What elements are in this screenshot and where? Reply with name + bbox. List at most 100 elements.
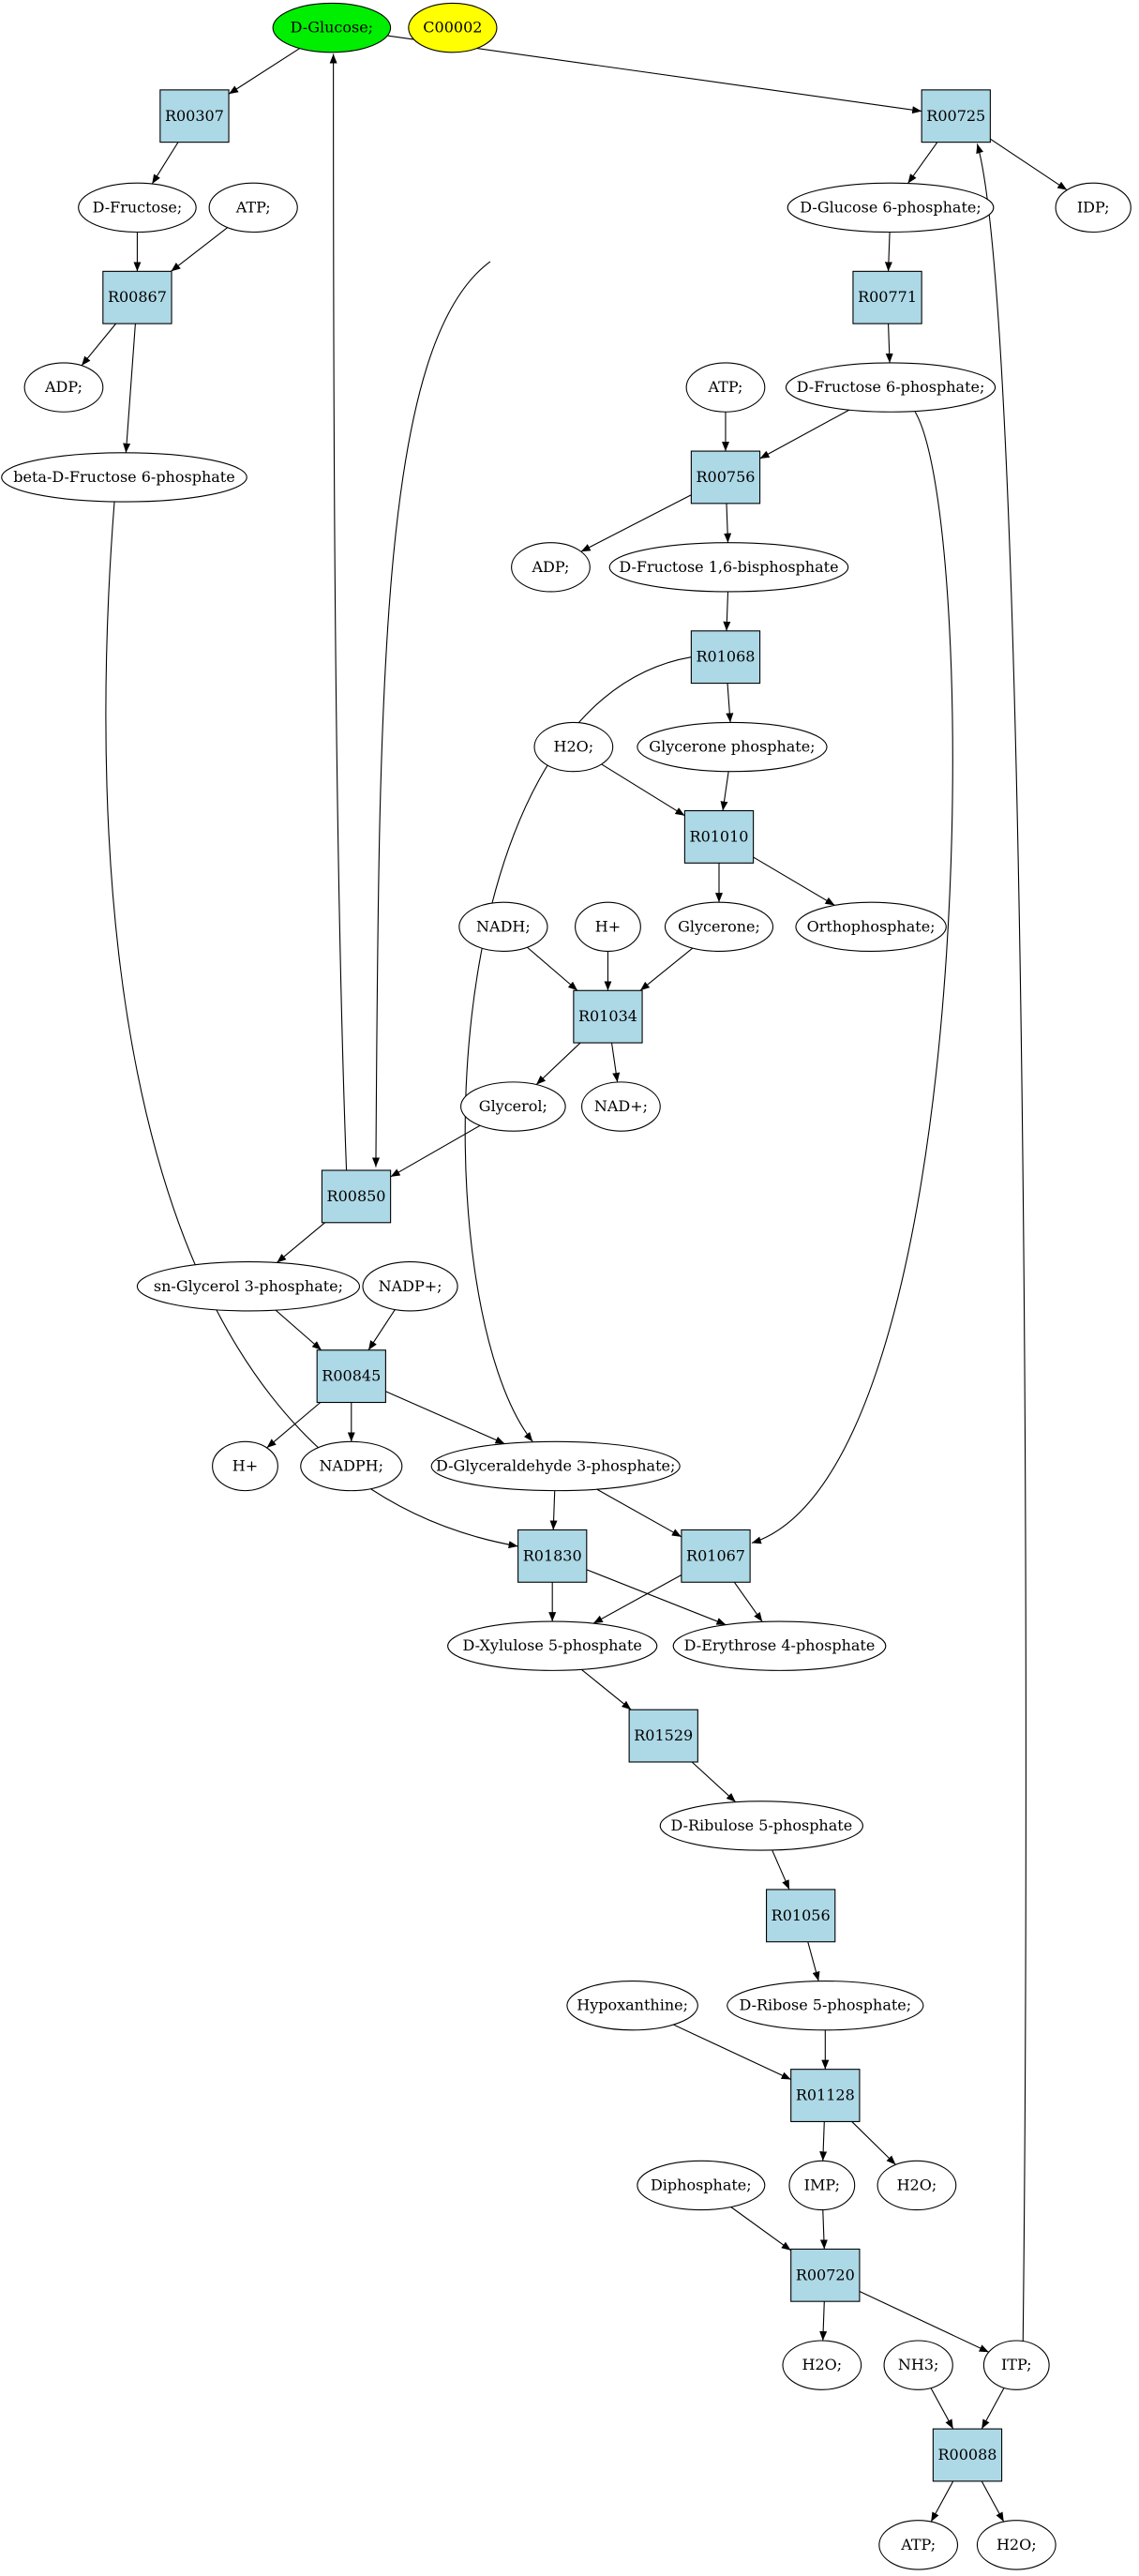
reaction-node-r00850[interactable]: R00850	[321, 1169, 392, 1224]
reaction-box[interactable]	[852, 270, 922, 324]
metabolite-node-d-glyceraldehyde-3-phosphate: D-Glyceraldehyde 3-phosphate;	[430, 1440, 681, 1492]
node-label: R00771	[858, 288, 917, 306]
metabolite-ellipse	[685, 362, 766, 413]
metabolite-ellipse	[430, 1440, 681, 1492]
node-label: ADP;	[44, 378, 82, 396]
node-label: D-Glucose 6-phosphate;	[800, 198, 981, 216]
reaction-node-r01128[interactable]: R01128	[790, 2069, 861, 2122]
node-label: R00756	[696, 468, 755, 486]
reaction-box[interactable]	[683, 809, 755, 864]
edge-d-fructose-6-phosphate--to-r01067	[751, 411, 953, 1544]
reaction-node-r00307[interactable]: R00307	[159, 89, 230, 143]
metabolite-ellipse	[982, 2340, 1050, 2390]
edge-r01034-to-glycerol-	[535, 1042, 581, 1085]
metabolite-ellipse	[637, 2160, 766, 2211]
reaction-node-r01010[interactable]: R01010	[683, 809, 755, 864]
reaction-node-r01067[interactable]: R01067	[681, 1529, 751, 1583]
edge-r01010-to-orthophosphate-	[753, 856, 835, 906]
metabolite-node-nad: NAD+;	[581, 1081, 661, 1132]
reaction-box[interactable]	[690, 630, 761, 685]
reaction-box[interactable]	[932, 2428, 1003, 2482]
reaction-box[interactable]	[628, 1709, 698, 1763]
node-label: beta-D-Fructose 6-phosphate	[13, 468, 234, 486]
reaction-node-r00771[interactable]: R00771	[852, 270, 922, 324]
metabolite-node-itp: ITP;	[982, 2340, 1050, 2390]
metabolite-ellipse	[877, 2160, 957, 2211]
node-label: R00725	[926, 107, 985, 125]
reaction-node-r00845[interactable]: R00845	[316, 1349, 386, 1404]
edge-d-xylulose-5-phosphate-to-r01529	[580, 1668, 632, 1710]
node-label: ATP;	[900, 2536, 936, 2553]
edge-r01067-to-d-xylulose-5-phosphate	[592, 1574, 682, 1624]
metabolite-node-beta-d-fructose-6-phosphate: beta-D-Fructose 6-phosphate	[1, 452, 247, 503]
metabolite-node-h-2: H+	[212, 1440, 278, 1492]
reaction-box[interactable]	[517, 1529, 588, 1583]
edge-d-fructose-6-phosphate--to-r00756	[759, 409, 850, 459]
node-label: R01068	[696, 648, 755, 666]
edge-glycerone--to-r01034	[639, 947, 694, 991]
reaction-box[interactable]	[316, 1349, 386, 1404]
reaction-node-r01056[interactable]: R01056	[766, 1889, 836, 1943]
edge-d-glyceraldehyde-3-phosphate--to-r01830	[549, 1490, 558, 1530]
metabolite-ellipse	[458, 901, 548, 952]
reaction-box[interactable]	[790, 2069, 861, 2122]
node-label: R01034	[578, 1007, 637, 1025]
edge-sn-glycerol-3-phosphate--to-r00845	[275, 1309, 322, 1351]
reaction-box[interactable]	[321, 1169, 392, 1224]
reaction-node-r00756[interactable]: R00756	[690, 450, 761, 505]
reaction-box[interactable]	[573, 989, 643, 1044]
edge-r00725-to-d-glucose-6-phosphate-	[907, 142, 938, 184]
reaction-node-r01068[interactable]: R01068	[690, 630, 761, 685]
reaction-node-r01830[interactable]: R01830	[517, 1529, 588, 1583]
edge-r00725-to-idp-	[990, 138, 1068, 191]
metabolite-node-adp-1: ADP;	[23, 362, 104, 413]
metabolite-ellipse	[581, 1081, 661, 1132]
node-label: D-Glucose;	[291, 19, 373, 37]
reaction-node-r00720[interactable]: R00720	[790, 2248, 861, 2302]
node-label: R01010	[690, 827, 749, 845]
metabolite-node-nh3: NH3;	[883, 2340, 953, 2390]
reaction-box[interactable]	[159, 89, 230, 143]
reaction-box[interactable]	[681, 1529, 751, 1583]
reaction-node-r00088[interactable]: R00088	[932, 2428, 1003, 2482]
node-label: D-Fructose 6-phosphate;	[797, 378, 985, 396]
node-label: D-Ribulose 5-phosphate	[670, 1816, 852, 1834]
metabolite-node-d-ribulose-5-phosphate: D-Ribulose 5-phosphate	[659, 1800, 863, 1851]
metabolite-ellipse	[362, 1261, 458, 1312]
reaction-node-r01034[interactable]: R01034	[573, 989, 643, 1044]
edge-imp--to-r00720	[819, 2209, 828, 2250]
metabolite-node-sn-glycerol-3-phosphate: sn-Glycerol 3-phosphate;	[136, 1261, 361, 1312]
metabolite-ellipse	[511, 542, 591, 593]
reaction-box[interactable]	[690, 450, 761, 505]
edge-itp--to-r00725	[976, 143, 1027, 2343]
reaction-node-r01529[interactable]: R01529	[628, 1709, 698, 1763]
edge-nadp--to-r00845	[367, 1309, 396, 1351]
edge-glycerol--to-r00850	[390, 1124, 481, 1178]
edge-r01830-to-d-erythrose-4-phosphate	[586, 1569, 727, 1626]
reaction-box[interactable]	[102, 270, 172, 324]
reaction-box[interactable]	[921, 89, 991, 143]
node-label: ADP;	[531, 558, 569, 576]
reaction-node-r00867[interactable]: R00867	[102, 270, 172, 324]
edge-r01067-to-d-erythrose-4-phosphate	[733, 1581, 763, 1622]
node-label: sn-Glycerol 3-phosphate;	[154, 1277, 343, 1295]
metabolite-node-d-ribose-5-phosphate: D-Ribose 5-phosphate;	[727, 1980, 924, 2031]
node-label: H+	[232, 1456, 258, 1474]
metabolite-node-d-erythrose-4-phosphate: D-Erythrose 4-phosphate	[672, 1620, 887, 1671]
edge-nh3--to-r00088	[930, 2388, 954, 2430]
reaction-node-r00725[interactable]: R00725	[921, 89, 991, 143]
metabolite-ellipse	[1, 452, 247, 503]
node-label: NADH;	[476, 917, 531, 935]
metabolite-node-h2o-3: H2O;	[782, 2340, 862, 2390]
metabolite-ellipse	[782, 2340, 862, 2390]
node-label: H2O;	[997, 2536, 1037, 2553]
reaction-box[interactable]	[790, 2248, 861, 2302]
metabolite-node-h2o-1: H2O;	[533, 721, 614, 773]
metabolite-ellipse	[787, 182, 995, 233]
edge-r00720-to-itp-	[859, 2290, 989, 2353]
metabolite-ellipse	[575, 901, 641, 952]
metabolite-node-d-glucose-6-phosphate: D-Glucose 6-phosphate;	[787, 182, 995, 233]
reaction-box[interactable]	[766, 1889, 836, 1943]
edge-r01128-to-h2o-2	[851, 2121, 896, 2165]
